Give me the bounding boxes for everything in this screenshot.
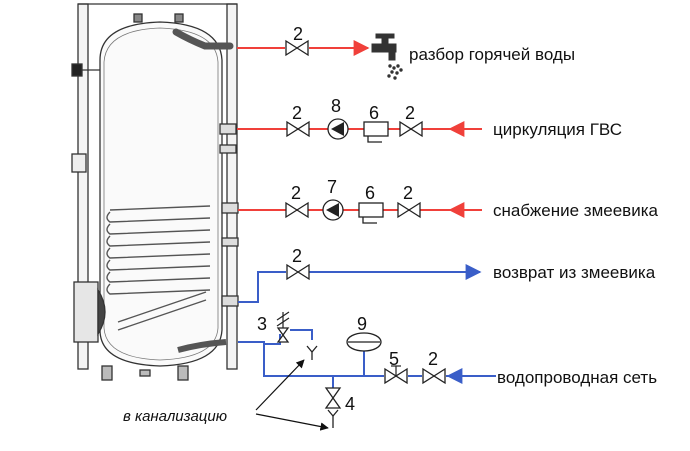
drain-funnel-icon — [327, 409, 339, 428]
shutoff-valve-2 — [286, 120, 310, 138]
label-coil-supply: снабжение змеевика — [493, 201, 659, 220]
label-number-7: 7 — [327, 177, 337, 197]
tank — [71, 3, 239, 381]
label-number-6: 6 — [369, 103, 379, 123]
label-number-2: 2 — [292, 103, 302, 123]
shutoff-valve-2 — [399, 120, 423, 138]
label-number-9: 9 — [357, 314, 367, 334]
dhw-circulation-line: 2 8 6 2 циркуляция ГВС — [237, 96, 622, 143]
circulation-pump-icon — [327, 118, 349, 140]
check-valve-icon — [363, 121, 389, 143]
label-dhw-circulation: циркуляция ГВС — [493, 120, 622, 139]
pressure-reducer-icon — [384, 365, 408, 385]
label-number-2: 2 — [292, 246, 302, 266]
sewer-callout: в канализацию — [123, 359, 329, 431]
expansion-tank-icon — [346, 332, 382, 352]
hot-water-line: 2 разбор горячей воды — [237, 24, 575, 80]
shutoff-valve-2 — [285, 201, 309, 219]
shutoff-valve-2 — [285, 39, 309, 57]
shutoff-valve-2 — [397, 201, 421, 219]
heating-coil — [106, 205, 211, 331]
label-number-5: 5 — [389, 349, 399, 369]
drain-funnel-icon — [306, 345, 318, 360]
label-number-8: 8 — [331, 96, 341, 116]
label-coil-return: возврат из змеевика — [493, 263, 656, 282]
label-number-2: 2 — [403, 183, 413, 203]
label-number-6: 6 — [365, 183, 375, 203]
label-hot-water: разбор горячей воды — [409, 45, 575, 64]
shutoff-valve-2 — [286, 263, 310, 281]
coil-supply-line: 2 7 6 2 снабжение змеевика — [238, 177, 659, 224]
water-main-line: 3 9 5 2 4 водопров — [238, 311, 657, 428]
check-valve-icon — [358, 202, 384, 224]
label-to-sewer: в канализацию — [123, 408, 227, 425]
label-number-4: 4 — [345, 394, 355, 414]
safety-valve-icon — [276, 311, 290, 343]
label-number-3: 3 — [257, 314, 267, 334]
label-number-2: 2 — [291, 183, 301, 203]
label-number-2: 2 — [428, 349, 438, 369]
coil-pump-icon — [322, 199, 344, 221]
label-water-main: водопроводная сеть — [497, 368, 657, 387]
faucet-icon — [371, 33, 403, 80]
coil-return-line: 2 возврат из змеевика — [238, 246, 656, 303]
shutoff-valve-2 — [422, 367, 446, 385]
drain-valve-icon — [324, 387, 342, 409]
label-number-2: 2 — [405, 103, 415, 123]
label-number-2: 2 — [293, 24, 303, 44]
